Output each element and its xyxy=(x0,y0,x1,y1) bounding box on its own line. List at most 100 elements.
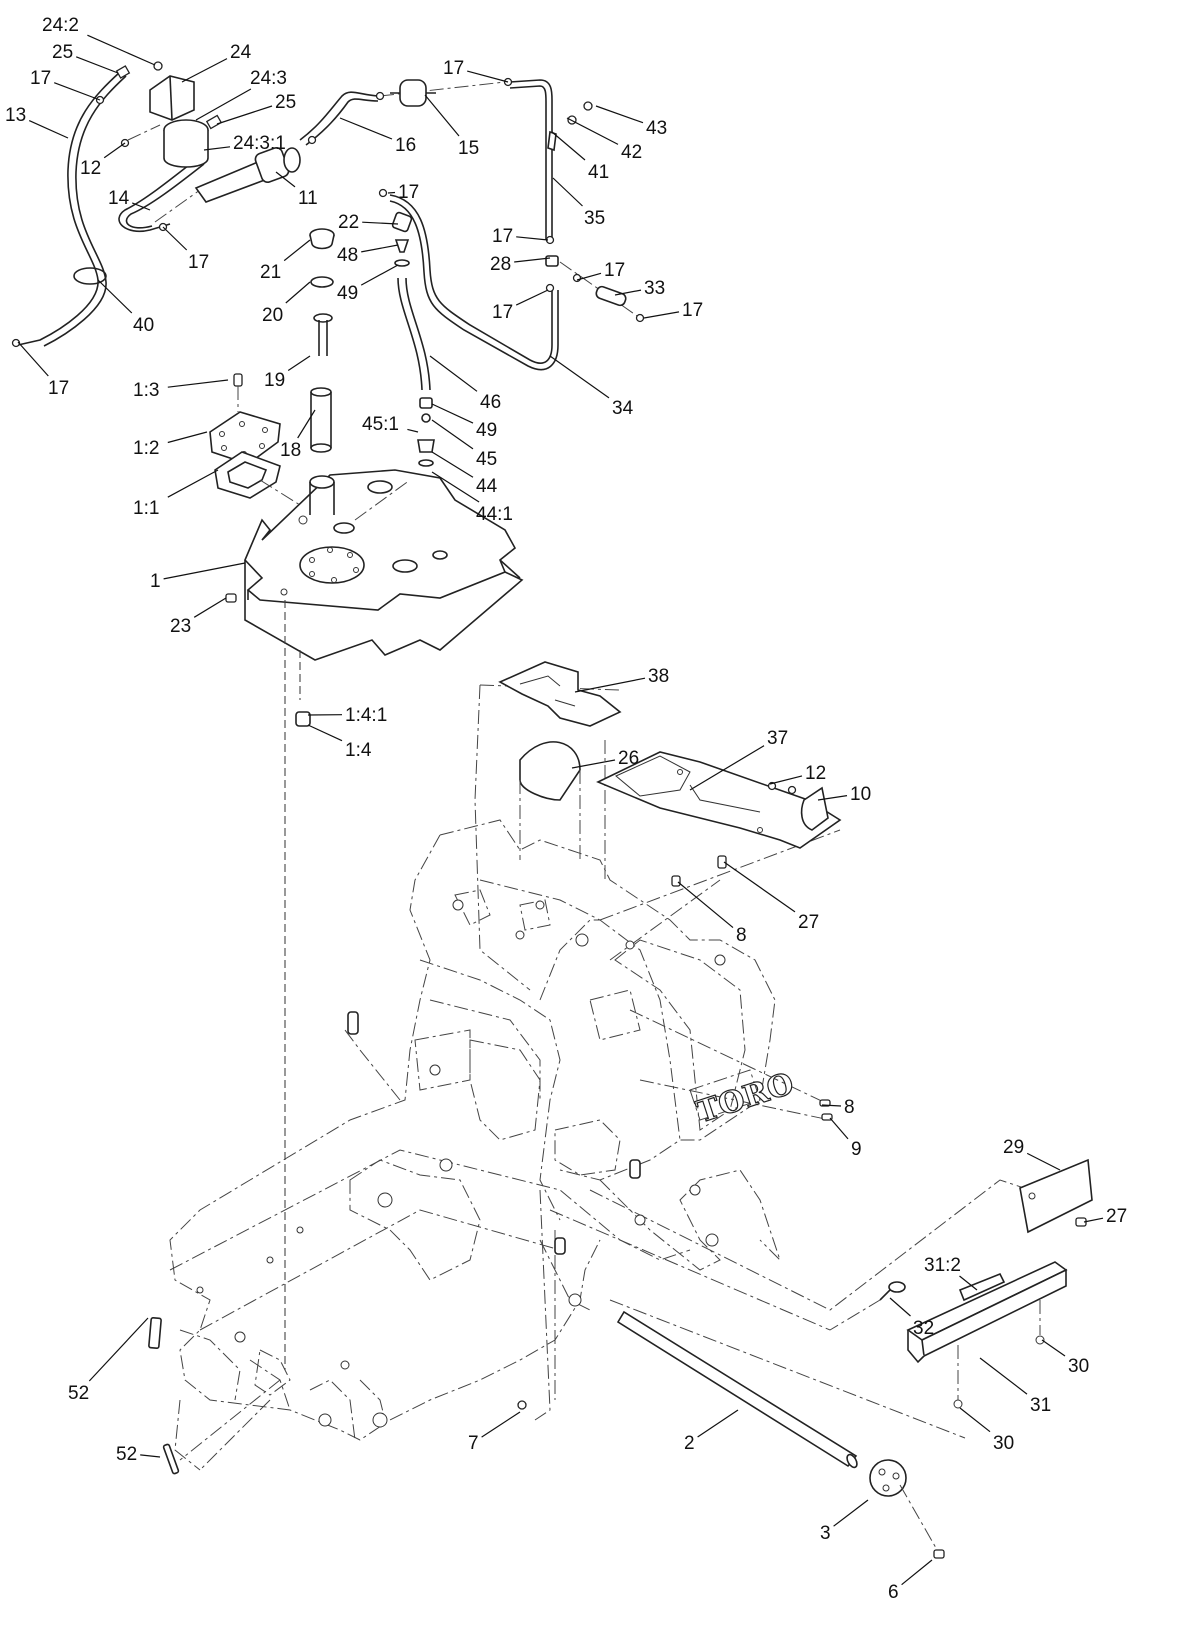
callout-leader xyxy=(285,281,311,304)
callout-label: 18 xyxy=(280,440,301,461)
callout-label: 17 xyxy=(188,252,209,273)
callout-leader xyxy=(431,419,474,450)
callout-leader xyxy=(431,471,480,503)
callout-leader xyxy=(87,34,156,66)
callout-label: 12 xyxy=(80,158,101,179)
callout-leader xyxy=(181,58,228,83)
callout-leader xyxy=(829,1117,849,1140)
callout-leader xyxy=(1083,1217,1104,1223)
pins-52 xyxy=(148,1316,180,1475)
callout-label: 17 xyxy=(604,260,625,281)
callout-leader xyxy=(574,677,646,693)
cover-29 xyxy=(1019,1158,1093,1234)
callout-leader xyxy=(283,239,311,262)
callout-leader xyxy=(140,1454,161,1458)
callout-label: 26 xyxy=(618,748,639,769)
callout-label: 48 xyxy=(337,245,358,266)
tank-fittings xyxy=(391,101,627,467)
callout-leader xyxy=(576,272,602,281)
callout-label: 31:2 xyxy=(924,1255,961,1276)
callout-leader xyxy=(467,70,509,83)
callout-label: 1:2 xyxy=(133,438,159,459)
callout-label: 25 xyxy=(52,42,73,63)
callout-label: 24:2 xyxy=(42,15,79,36)
toro-logo: TORO xyxy=(693,1066,798,1130)
callout-label: 41 xyxy=(588,162,609,183)
fuel-cap-and-neck xyxy=(309,228,335,453)
callout-label: 17 xyxy=(492,226,513,247)
callout-label: 1 xyxy=(150,571,161,592)
callout-label: 42 xyxy=(621,142,642,163)
callout-label: 43 xyxy=(646,118,667,139)
callout-label: 25 xyxy=(275,92,296,113)
callout-leader xyxy=(515,289,549,306)
callout-label: 35 xyxy=(584,208,605,229)
callout-leader xyxy=(514,257,551,263)
callout-leader xyxy=(677,881,734,929)
callout-leader xyxy=(959,1275,978,1291)
callout-label: 24 xyxy=(230,42,252,63)
callout-leader xyxy=(959,1407,991,1433)
callout-label: 17 xyxy=(443,58,464,79)
callout-leader xyxy=(361,244,399,253)
callout-leader xyxy=(88,1317,149,1382)
panel-37 xyxy=(596,751,842,887)
callout-leader xyxy=(689,745,765,791)
callout-leader xyxy=(216,105,273,125)
callout-leader xyxy=(571,759,616,769)
callout-label: 24:3:1 xyxy=(233,133,286,154)
callout-leader xyxy=(549,355,610,399)
callout-label: 2 xyxy=(684,1433,695,1454)
callout-label: 32 xyxy=(913,1318,934,1339)
callout-label: 14 xyxy=(108,188,130,209)
callout-leader xyxy=(429,355,478,392)
callout-label: 3 xyxy=(820,1523,831,1544)
callout-label: 45:1 xyxy=(362,414,399,435)
callout-leader xyxy=(643,311,680,319)
callout-label: 23 xyxy=(170,616,191,637)
callout-leader xyxy=(901,1559,933,1586)
callout-leader xyxy=(167,469,219,498)
callout-leader xyxy=(697,1409,739,1438)
callout-label: 30 xyxy=(1068,1356,1089,1377)
callout-leader xyxy=(431,403,474,424)
callout-leader xyxy=(97,279,133,314)
callout-leader xyxy=(275,171,296,188)
decal-38 xyxy=(498,661,622,727)
callout-label: 44 xyxy=(476,476,498,497)
callout-label: 52 xyxy=(116,1444,137,1465)
callout-label: 1:4:1 xyxy=(345,705,387,726)
callout-label: 37 xyxy=(767,728,788,749)
callout-label: 49 xyxy=(476,420,497,441)
callout-label: 52 xyxy=(68,1383,89,1404)
callout-leader xyxy=(167,431,208,444)
callout-leader xyxy=(195,88,252,121)
callout-leader xyxy=(297,409,316,439)
pivot-shaft xyxy=(517,1099,945,1559)
callout-leader xyxy=(17,341,49,377)
callout-label: 16 xyxy=(395,135,416,156)
callout-label: 17 xyxy=(682,300,703,321)
sender-cover-and-gasket xyxy=(209,373,411,521)
callout-label: 7 xyxy=(468,1433,479,1454)
callout-leader xyxy=(131,202,151,211)
callout-label: 27 xyxy=(798,912,819,933)
callout-label: 31 xyxy=(1030,1395,1051,1416)
callout-leader xyxy=(566,117,619,145)
callout-leader xyxy=(821,1104,842,1107)
callout-label: 45 xyxy=(476,449,497,470)
callout-leader xyxy=(551,131,586,161)
callout-leader xyxy=(53,82,101,101)
callout-label: 34 xyxy=(612,398,634,419)
inline-fuel-filter xyxy=(390,79,436,107)
callout-label: 46 xyxy=(480,392,501,413)
callout-label: 8 xyxy=(844,1097,855,1118)
fuel-filter-bracket xyxy=(115,61,223,168)
callout-leader xyxy=(387,191,396,194)
callout-leader xyxy=(362,221,399,225)
hose-clamps xyxy=(11,77,645,348)
callout-label: 6 xyxy=(888,1582,899,1603)
callout-label: 19 xyxy=(264,370,285,391)
callout-leader xyxy=(833,1499,869,1527)
